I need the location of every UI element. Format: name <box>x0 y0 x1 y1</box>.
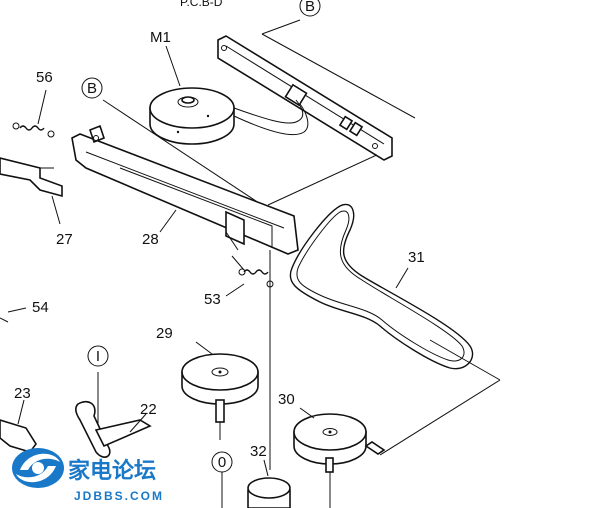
watermark-url: JDBBS.COM <box>74 489 164 503</box>
belt-31 <box>289 203 474 370</box>
label-30: 30 <box>278 391 295 408</box>
label-22: 22 <box>140 401 157 418</box>
motor-m1 <box>149 87 309 145</box>
label-56: 56 <box>36 69 53 86</box>
label-circle-1: I <box>96 348 100 365</box>
flywheel-29 <box>181 341 259 440</box>
spring-56 <box>12 89 55 138</box>
ref-circle-1 <box>87 345 109 367</box>
bracket-27 <box>0 157 63 225</box>
bracket-23 <box>0 399 37 453</box>
label-54: 54 <box>32 299 49 316</box>
ref-circle-b-top <box>299 0 321 17</box>
ref-circle-b-left <box>81 77 103 99</box>
label-b-top: B <box>305 0 315 15</box>
ref-circle-0 <box>211 451 233 473</box>
flywheel-30 <box>293 407 386 473</box>
callouts: P.C.B-D B M1 56 B 27 28 31 53 54 29 I 23… <box>14 0 425 473</box>
pcb-d-board <box>217 35 393 161</box>
lever-22 <box>75 400 152 458</box>
label-29: 29 <box>156 325 173 342</box>
label-31: 31 <box>408 249 425 266</box>
chassis-28 <box>71 124 299 255</box>
label-32: 32 <box>250 443 267 460</box>
watermark-logo-icon <box>12 448 64 488</box>
label-23: 23 <box>14 385 31 402</box>
label-27: 27 <box>56 231 73 248</box>
label-b-left: B <box>87 80 97 97</box>
part-32 <box>247 459 291 508</box>
label-m1: M1 <box>150 29 171 46</box>
label-53: 53 <box>204 291 221 308</box>
spring-53 <box>231 255 274 288</box>
part-54 <box>0 307 27 323</box>
watermark-title: 家电论坛 <box>68 458 156 483</box>
watermark: 家电论坛 JDBBS.COM <box>12 448 164 503</box>
label-pcb-d: P.C.B-D <box>180 0 223 9</box>
label-circle-0: 0 <box>218 454 226 471</box>
label-28: 28 <box>142 231 159 248</box>
